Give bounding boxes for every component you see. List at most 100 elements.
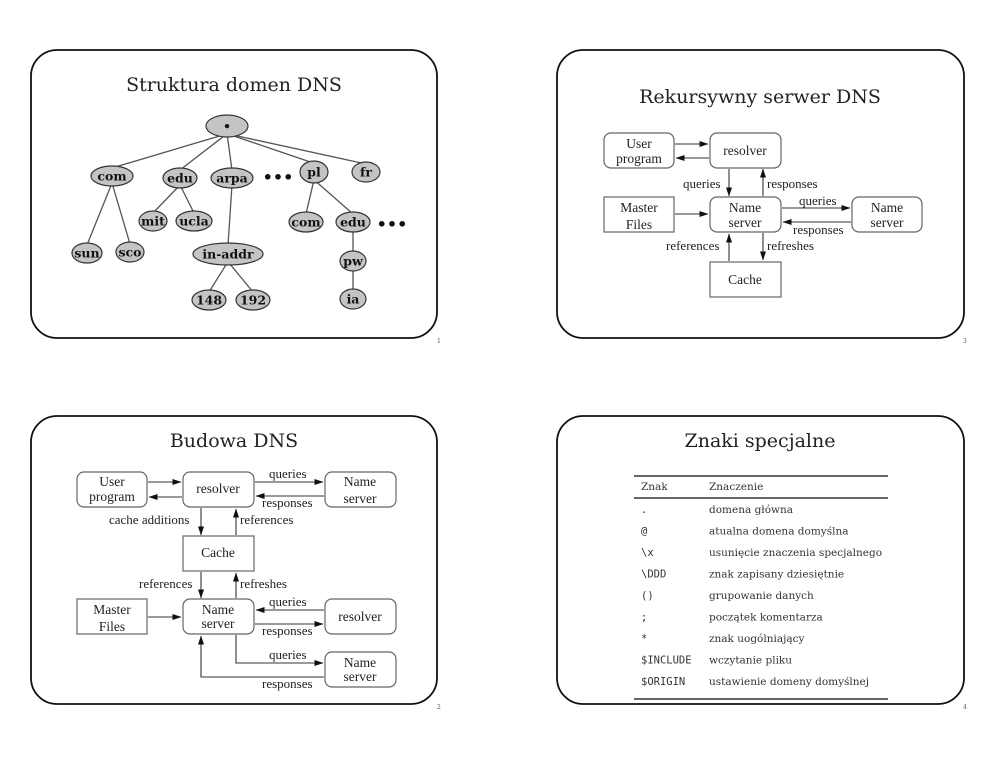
user-program-box: User program xyxy=(603,132,675,169)
tree-edge xyxy=(152,184,181,214)
slide-3: Rekursywny serwer DNS User program resol… xyxy=(556,49,967,345)
domain-node-fr: fr xyxy=(351,161,381,183)
domain-node-ellipse xyxy=(351,161,381,183)
domain-node-label: edu xyxy=(167,171,193,186)
svg-text:Cache: Cache xyxy=(728,272,762,287)
table-cell-meaning: znak zapisany dziesiętnie xyxy=(709,569,844,581)
svg-text:Name: Name xyxy=(202,602,234,617)
slide-frame xyxy=(556,415,965,705)
tree-edge xyxy=(227,184,233,246)
table-cell-meaning: znak uogólniający xyxy=(709,633,805,645)
table-cell-symbol: \x xyxy=(641,547,654,559)
domain-node-label: 148 xyxy=(196,293,222,308)
svg-text:server: server xyxy=(729,215,762,230)
tree-edge xyxy=(208,261,229,293)
slide-frame xyxy=(30,49,438,339)
table-row: ;początek komentarza xyxy=(641,612,823,624)
domain-node-sun: sun xyxy=(71,242,103,264)
table-row: *znak uogólniający xyxy=(641,633,805,645)
page-number: 3 xyxy=(963,338,967,345)
tree-edge xyxy=(226,133,315,164)
table-cell-symbol: @ xyxy=(641,526,648,538)
slide-frame xyxy=(556,49,965,339)
svg-text:server: server xyxy=(871,215,904,230)
domain-node-label: com xyxy=(97,169,126,184)
svg-text:program: program xyxy=(616,151,662,166)
domain-node-pl-edu: edu xyxy=(335,211,371,233)
tree-edge xyxy=(179,133,228,171)
name-server-box: Name server xyxy=(709,196,782,233)
slide-2: Budowa DNS User program resolver Name se… xyxy=(30,415,441,711)
table-header: Znaczenie xyxy=(709,481,763,493)
tree-edges xyxy=(86,133,367,293)
domain-node-label: in-addr xyxy=(202,247,254,262)
domain-node-ia: ia xyxy=(339,288,367,310)
svg-text:server: server xyxy=(202,616,235,631)
arrow-label: responses xyxy=(262,495,313,510)
table-cell-symbol: () xyxy=(641,590,654,602)
slide-title: Struktura domen DNS xyxy=(126,74,342,96)
slide-title: Znaki specjalne xyxy=(685,430,836,452)
master-files-box: Master Files xyxy=(76,598,148,635)
table-row: @ atualna domena domyślna xyxy=(641,526,849,538)
tree-edge xyxy=(86,182,113,246)
table-cell-symbol: $INCLUDE xyxy=(641,655,692,667)
domain-node-ucla: ucla xyxy=(175,210,213,232)
svg-text:Cache: Cache xyxy=(201,545,235,560)
domain-node-pl: pl xyxy=(299,160,329,184)
domain-node-label: sun xyxy=(74,246,99,261)
table-cell-symbol: ; xyxy=(641,612,647,624)
domain-node-mit: mit xyxy=(138,210,168,232)
domain-node-ellipse xyxy=(192,242,264,266)
table-row: \DDD znak zapisany dziesiętnie xyxy=(641,569,844,581)
domain-node-label: com xyxy=(291,215,320,230)
domain-node-ellipse xyxy=(288,211,324,233)
table-row: \x usunięcie znaczenia specjalnego xyxy=(641,547,882,559)
table-header: Znak xyxy=(641,481,668,493)
domain-node-label: pw xyxy=(343,254,364,269)
table-cell-meaning: usunięcie znaczenia specjalnego xyxy=(709,547,882,559)
domain-node-label: ucla xyxy=(179,214,209,229)
remote-name-server-top-box: Name server xyxy=(324,471,397,508)
domain-node-148: 148 xyxy=(191,289,227,311)
user-program-box: User program xyxy=(76,471,148,508)
table-cell-meaning: atualna domena domyślna xyxy=(709,526,849,538)
slide-title: Budowa DNS xyxy=(170,430,298,452)
page-number: 4 xyxy=(963,704,967,711)
domain-node-ellipse xyxy=(115,241,145,263)
domain-node-arpa: arpa xyxy=(210,167,254,189)
slide-title: Rekursywny serwer DNS xyxy=(639,86,881,108)
domain-node-label: ia xyxy=(347,292,360,307)
domain-node-ellipse xyxy=(339,250,367,272)
tree-edge xyxy=(226,133,233,171)
arrow-label: responses xyxy=(262,623,313,638)
cache-box: Cache xyxy=(709,261,782,298)
svg-text:Name: Name xyxy=(344,655,376,670)
domain-node-ellipse xyxy=(71,242,103,264)
master-files-box: Master Files xyxy=(603,196,675,233)
arrow-label: references xyxy=(240,512,293,527)
domain-node-label: fr xyxy=(360,165,372,180)
arrow xyxy=(235,635,324,666)
cache-box: Cache xyxy=(182,535,255,572)
tree-edge xyxy=(226,133,367,165)
tree-edge xyxy=(111,182,131,245)
svg-text:program: program xyxy=(89,489,135,504)
slide-4: Znaki specjalne Znak Znaczenie .domena g… xyxy=(556,415,967,711)
name-server-box: Name server xyxy=(182,598,255,635)
arrow-label: queries xyxy=(683,176,721,191)
table-cell-meaning: domena główna xyxy=(709,504,793,516)
svg-text:User: User xyxy=(626,136,652,151)
domain-node-label: edu xyxy=(340,215,366,230)
svg-text:Name: Name xyxy=(871,200,903,215)
remote-resolver-box: resolver xyxy=(324,598,397,635)
arrow-label: queries xyxy=(799,193,837,208)
table-cell-symbol: \DDD xyxy=(641,569,666,581)
arrow-label: responses xyxy=(767,176,818,191)
tree-edge xyxy=(179,184,195,214)
domain-node-label: mit xyxy=(141,214,165,229)
